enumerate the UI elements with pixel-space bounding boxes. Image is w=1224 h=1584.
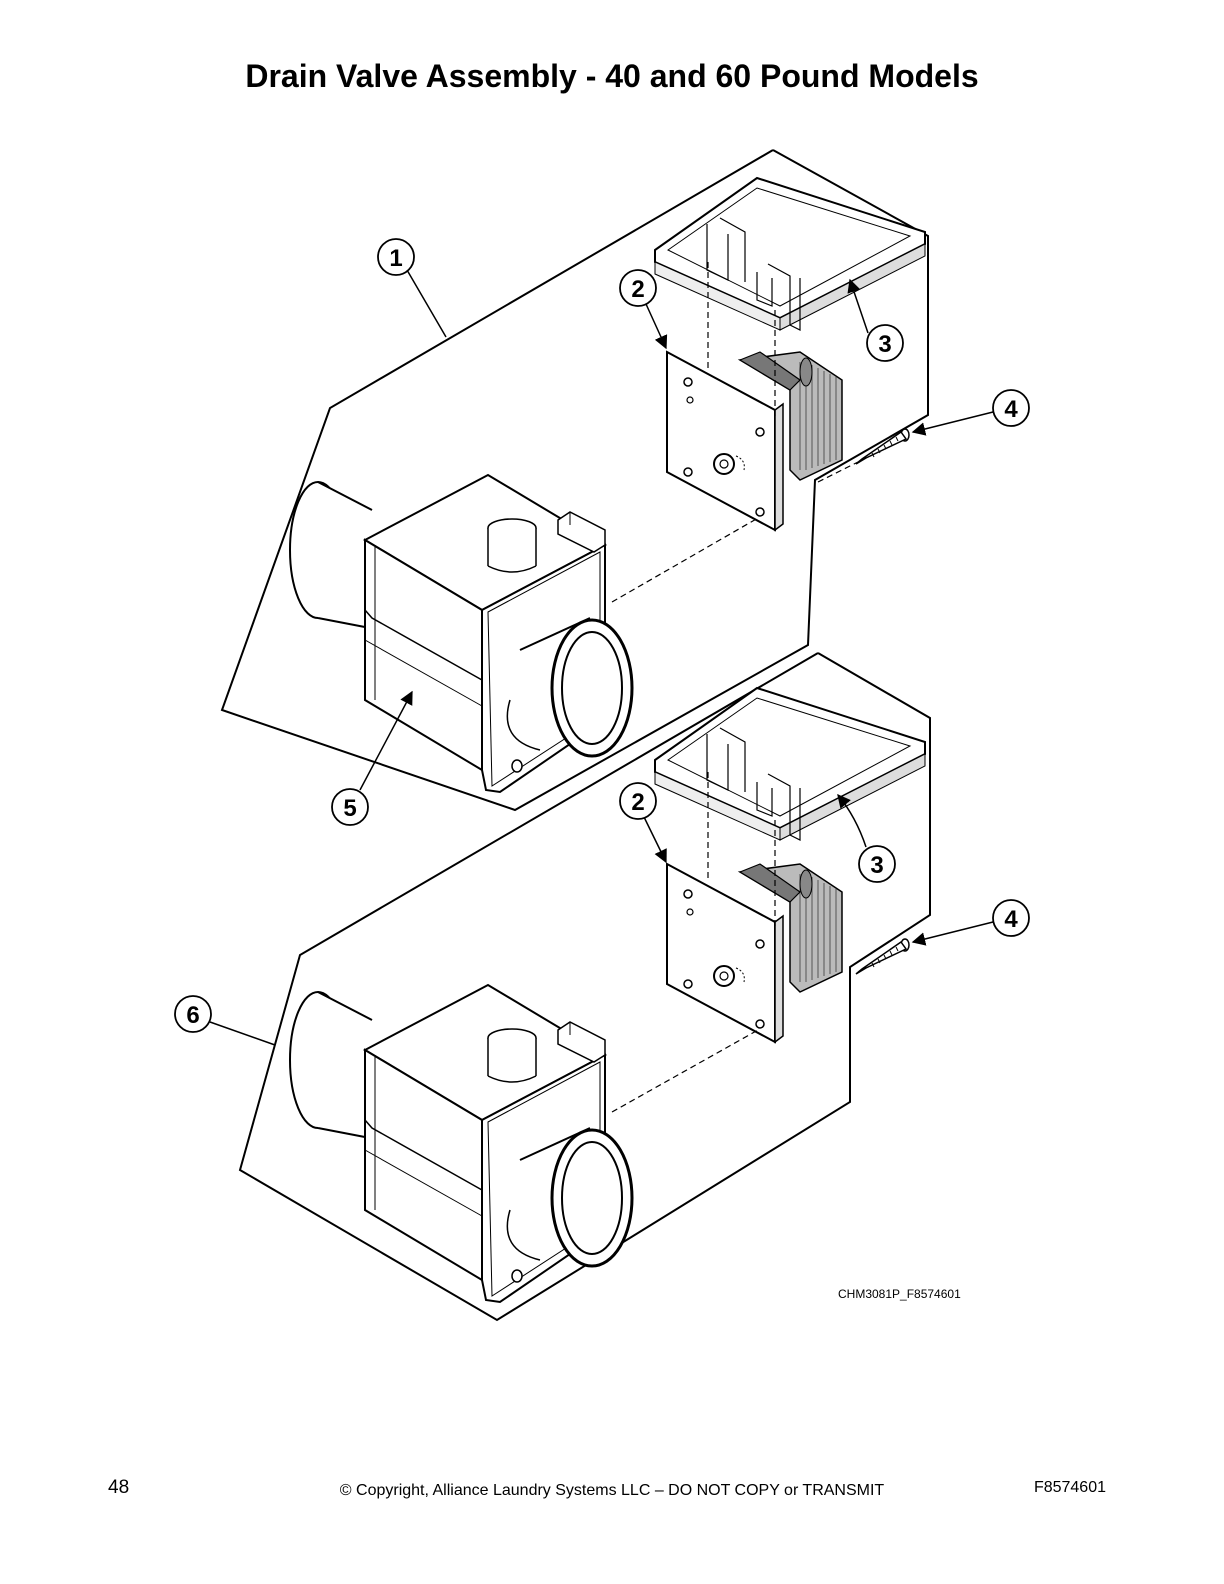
callout-2-bottom: 2 [619,782,657,820]
callout-5: 5 [331,788,369,826]
svg-text:3: 3 [878,331,891,358]
svg-text:6: 6 [186,1002,199,1029]
cover-part-bottom [654,687,926,841]
figure-id: CHM3081P_F8574601 [838,1287,961,1301]
callout-3-top: 3 [866,324,904,362]
copyright-notice: © Copyright, Alliance Laundry Systems LL… [339,1482,885,1499]
callout-1: 1 [377,238,415,276]
valve-body-part-top [288,473,634,794]
assembly-outline-bottom [238,652,931,1322]
cover-part-top [654,177,926,331]
motor-part-bottom [666,863,843,1043]
svg-text:2: 2 [631,789,644,816]
svg-text:2: 2 [631,276,644,303]
valve-body-part-bottom [288,983,634,1304]
svg-text:1: 1 [389,245,402,272]
svg-text:3: 3 [870,852,883,879]
svg-text:4: 4 [1004,906,1018,933]
page-title: Drain Valve Assembly - 40 and 60 Pound M… [245,58,979,94]
screw-part-bottom [855,938,910,975]
svg-text:4: 4 [1004,396,1018,423]
svg-text:5: 5 [343,795,356,822]
callout-4-top: 4 [992,389,1030,427]
page-number: 48 [108,1477,130,1498]
document-id: F8574601 [1033,1479,1106,1496]
assembly-outline-top [220,149,929,812]
callout-2-top: 2 [619,269,657,307]
callout-4-bottom: 4 [992,899,1030,937]
callout-6: 6 [174,995,212,1033]
callout-3-bottom: 3 [858,845,896,883]
screw-part-top [855,428,910,465]
motor-part-top [666,351,843,531]
